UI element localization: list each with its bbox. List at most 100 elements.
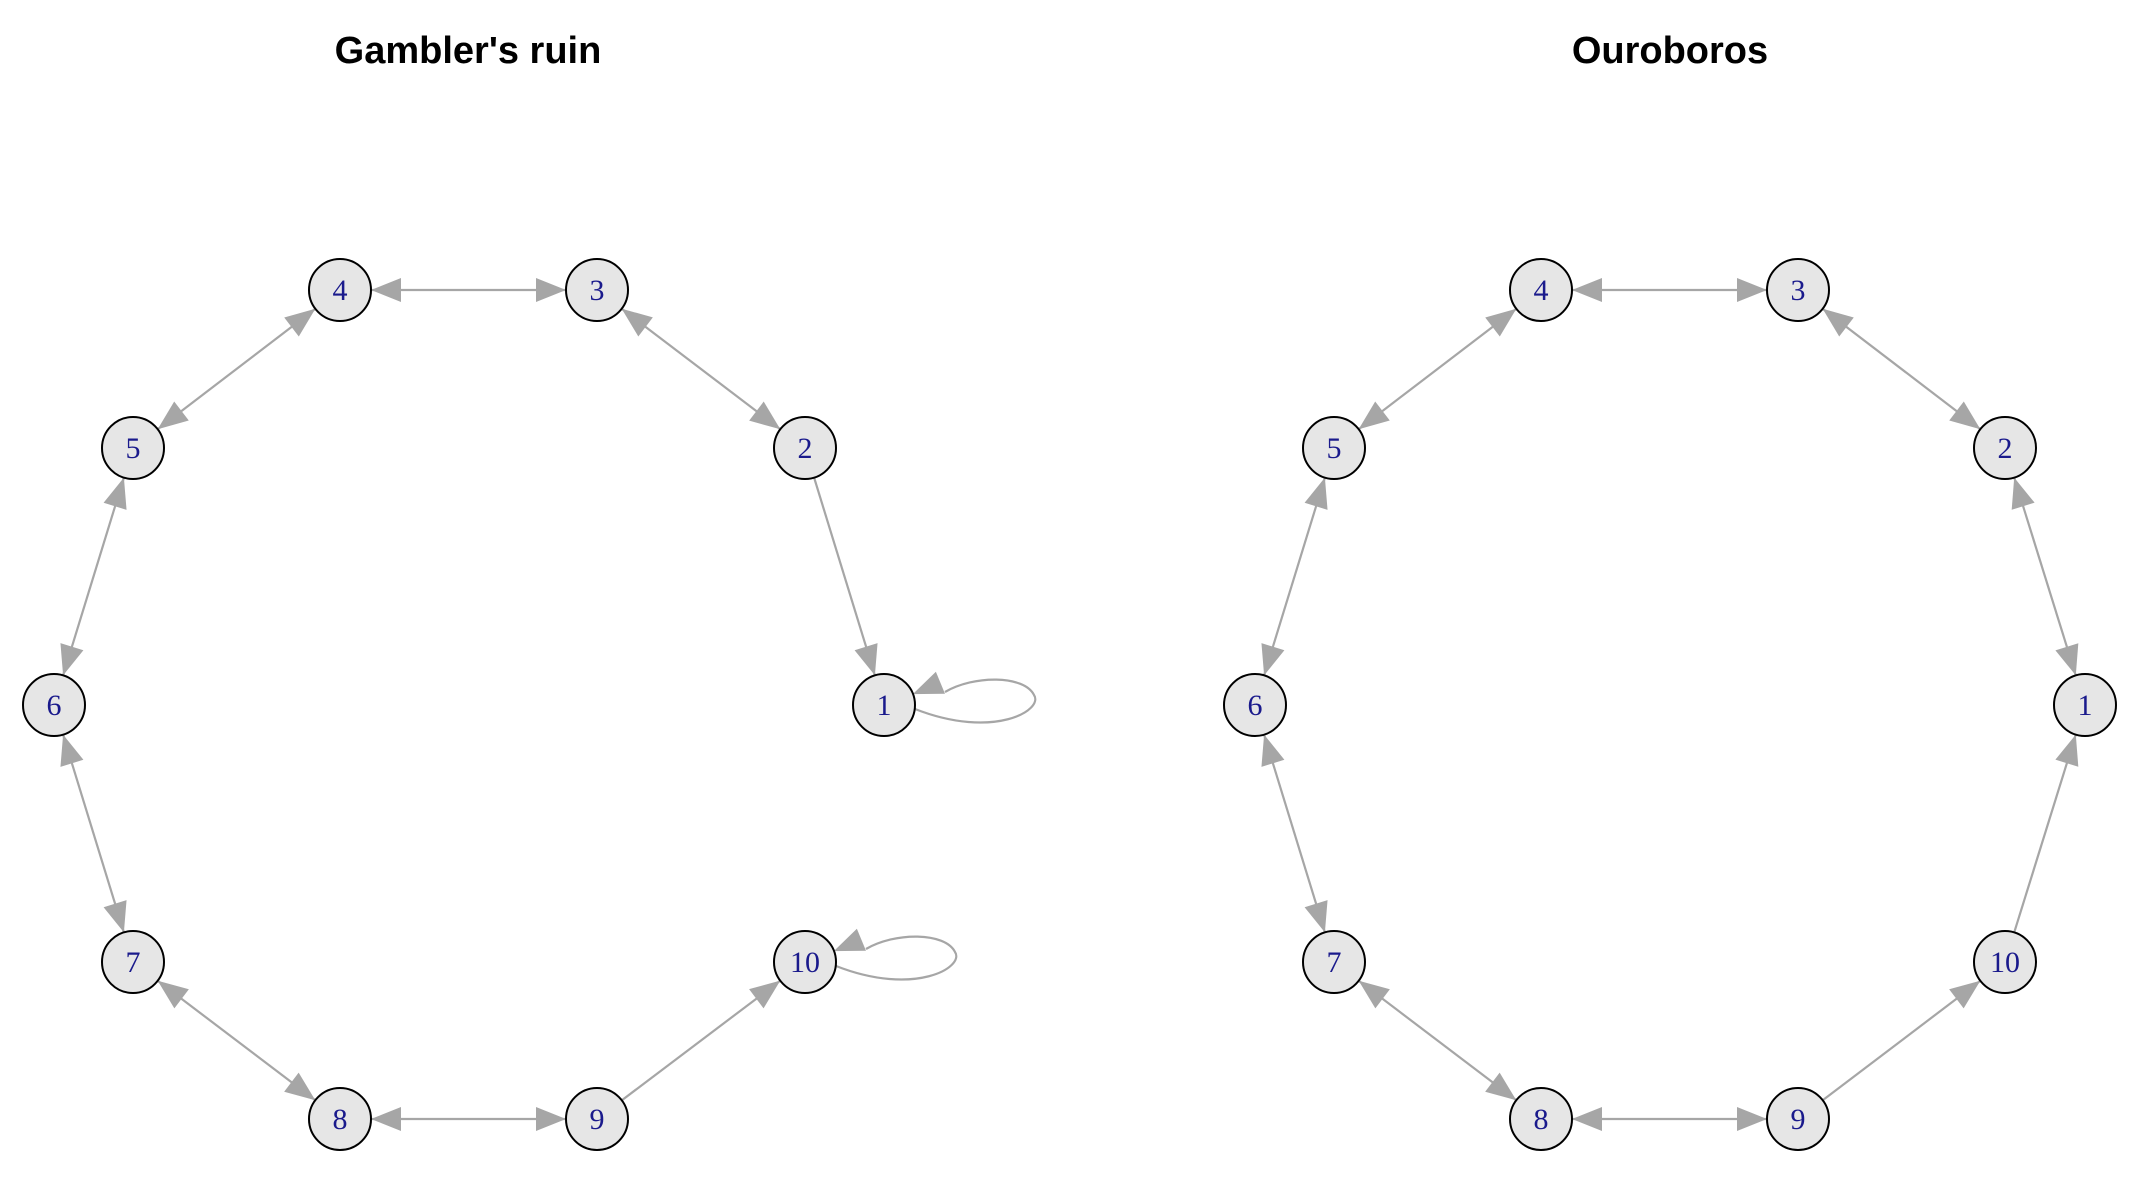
- node-circle: [308, 258, 372, 322]
- node-label: 3: [1791, 274, 1806, 307]
- arrowhead-3-2: [749, 401, 781, 430]
- node-6: 6: [1223, 673, 1287, 737]
- arrowhead-4-3: [536, 278, 566, 302]
- node-label: 1: [2078, 689, 2093, 722]
- edge-5-6: [62, 477, 125, 676]
- arrowhead-4-3: [1737, 278, 1767, 302]
- edge-10-1: [2013, 734, 2077, 933]
- node-label: 8: [333, 1103, 348, 1136]
- node-5: 5: [1302, 416, 1366, 480]
- arrowhead-9-10: [749, 980, 781, 1009]
- edge-4-5: [156, 307, 317, 431]
- graph-gamblers-ruin: 1 2 3 4 5 6 7 8 9 10: [22, 258, 1037, 1151]
- arrowhead-3-4: [371, 278, 401, 302]
- graph-ouroboros: 1 2 3 4 5 6 7 8 9 10: [1223, 258, 2117, 1151]
- node-7: 7: [101, 930, 165, 994]
- node-circle: [101, 416, 165, 480]
- node-circle: [565, 258, 629, 322]
- arrowhead-2-1: [854, 643, 878, 676]
- node-label: 4: [1534, 274, 1549, 307]
- arrowhead-4-5: [1358, 401, 1390, 430]
- node-1: 1: [2053, 673, 2117, 737]
- edge-4-5: [1357, 307, 1518, 431]
- arrowhead-5-4: [1485, 308, 1517, 337]
- node-9: 9: [1766, 1087, 1830, 1151]
- arrowhead-3-4: [1572, 278, 1602, 302]
- node-2: 2: [773, 416, 837, 480]
- arrowhead-loop-10: [833, 928, 866, 952]
- arrowhead-9-10: [1949, 980, 1981, 1009]
- node-circle: [1509, 1087, 1573, 1151]
- node-10: 10: [1973, 930, 2037, 994]
- node-8: 8: [308, 1087, 372, 1151]
- arrowhead-7-6: [60, 734, 84, 767]
- arrowhead-8-9: [536, 1107, 566, 1131]
- node-circle: [773, 416, 837, 480]
- node-label: 7: [126, 946, 141, 979]
- node-label: 2: [798, 432, 813, 465]
- node-circle: [1509, 258, 1573, 322]
- node-circle: [2053, 673, 2117, 737]
- node-circle: [773, 930, 837, 994]
- edge-2-3: [1821, 307, 1982, 431]
- arrowhead-6-5: [103, 477, 127, 510]
- arrowhead-7-8: [284, 1072, 316, 1101]
- node-label: 9: [1791, 1103, 1806, 1136]
- arrowhead-6-7: [1304, 900, 1328, 933]
- node-circle: [101, 930, 165, 994]
- arrowhead-8-7: [157, 980, 189, 1009]
- node-label: 6: [1248, 689, 1263, 722]
- edge-2-3: [621, 307, 781, 431]
- node-1: 1: [852, 673, 916, 737]
- arrowhead-7-6: [1261, 734, 1285, 767]
- node-label: 2: [1998, 432, 2013, 465]
- arrowhead-2-1: [2055, 643, 2079, 676]
- arrowhead-10-1: [2055, 734, 2079, 767]
- arrowhead-2-3: [1822, 308, 1854, 337]
- arrowhead-7-8: [1485, 1072, 1517, 1101]
- node-circle: [1223, 673, 1287, 737]
- edge-7-8: [157, 979, 316, 1102]
- node-label: 4: [333, 274, 348, 307]
- arrowhead-4-5: [157, 401, 189, 430]
- node-label: 9: [590, 1103, 605, 1136]
- node-4: 4: [1509, 258, 1573, 322]
- node-circle: [1766, 1087, 1830, 1151]
- node-6: 6: [22, 673, 86, 737]
- edge-6-7: [62, 734, 125, 933]
- node-label: 1: [877, 689, 892, 722]
- arrowhead-6-5: [1304, 477, 1328, 510]
- edge-5-6: [1263, 477, 1326, 676]
- node-circle: [1302, 416, 1366, 480]
- node-circle: [1302, 930, 1366, 994]
- edge-loop-10: [835, 935, 958, 981]
- node-10: 10: [773, 930, 837, 994]
- edge-loop-1: [914, 678, 1037, 724]
- arrowhead-loop-1: [912, 671, 945, 695]
- arrowhead-5-4: [284, 308, 316, 337]
- node-label: 10: [790, 946, 820, 979]
- node-circle: [1766, 258, 1830, 322]
- node-5: 5: [101, 416, 165, 480]
- node-circle: [22, 673, 86, 737]
- node-label: 7: [1327, 946, 1342, 979]
- arrowhead-5-6: [60, 643, 84, 676]
- node-label: 5: [126, 432, 141, 465]
- diagram-title-right: Ouroboros: [1572, 30, 1768, 72]
- diagram-title-left: Gambler's ruin: [335, 30, 602, 72]
- arrowhead-2-3: [621, 308, 653, 337]
- node-label: 8: [1534, 1103, 1549, 1136]
- arrowhead-9-8: [1572, 1107, 1602, 1131]
- node-circle: [308, 1087, 372, 1151]
- node-circle: [1973, 416, 2037, 480]
- edge-9-10: [1822, 979, 1981, 1102]
- node-label: 5: [1327, 432, 1342, 465]
- node-3: 3: [565, 258, 629, 322]
- edge-7-8: [1358, 979, 1517, 1102]
- node-2: 2: [1973, 416, 2037, 480]
- node-label: 10: [1990, 946, 2020, 979]
- node-8: 8: [1509, 1087, 1573, 1151]
- node-label: 6: [47, 689, 62, 722]
- arrowhead-3-2: [1949, 401, 1981, 430]
- arrowhead-5-6: [1261, 643, 1285, 676]
